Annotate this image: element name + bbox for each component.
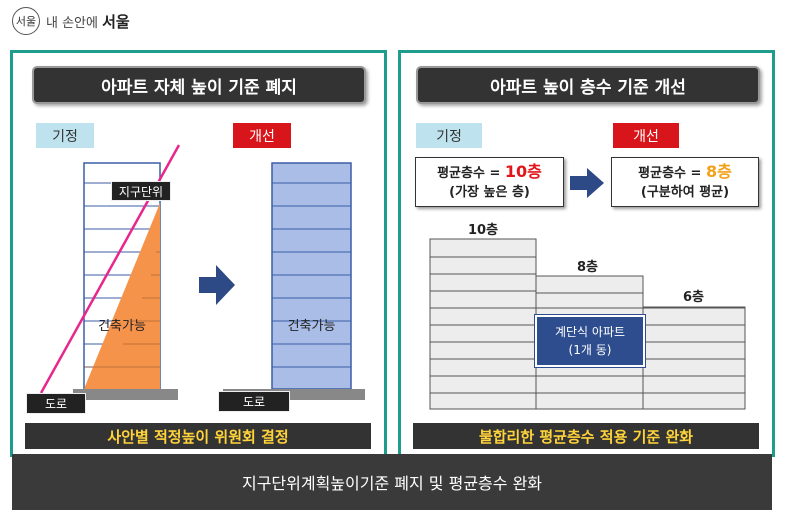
floor-label-8: 8층	[577, 260, 599, 275]
brand-slogan: 내 손안에 서울	[46, 11, 130, 32]
old-average-prefix: 평균층수 =	[437, 166, 505, 181]
ground-old	[73, 389, 178, 400]
district-plan-label: 지구단위	[111, 181, 171, 201]
old-average-note: (가장 높은 층)	[449, 185, 530, 200]
buildable-label-new: 건축가능	[287, 319, 336, 334]
ground-new	[223, 389, 365, 400]
buildable-label-old: 건축가능	[98, 319, 146, 334]
floor-label-6: 6층	[683, 290, 705, 305]
seoul-seal-icon: 서울	[12, 7, 40, 35]
block-10-floor	[429, 238, 537, 410]
new-building	[271, 162, 352, 390]
new-average-box: 평균층수 = 8층 (구분하여 평균)	[611, 157, 759, 207]
arrow-right-icon	[199, 265, 235, 305]
old-average-value: 10층	[504, 162, 542, 181]
brand-logo: 서울 내 손안에 서울	[12, 6, 130, 36]
right-panel-title: 아파트 높이 층수 기준 개선	[416, 66, 760, 104]
new-average-note: (구분하여 평균)	[640, 185, 730, 200]
road-label-new: 도로	[218, 391, 290, 412]
apartment-label-line1: 계단식 아파트	[554, 325, 626, 339]
stepped-apartment-label: 계단식 아파트 (1개 동)	[535, 315, 645, 367]
buildable-area	[84, 203, 160, 389]
arrow-right-icon-2	[570, 168, 604, 198]
new-average-prefix: 평균층수 =	[638, 166, 706, 181]
right-panel-footer: 불합리한 평균층수 적용 기준 완화	[413, 423, 759, 449]
left-panel-footer: 사안별 적정높이 위원회 결정	[25, 423, 371, 449]
road-label-old: 도로	[26, 393, 86, 414]
left-panel-title: 아파트 자체 높이 기준 폐지	[32, 66, 366, 104]
stepped-building-illustration	[429, 238, 746, 410]
right-tag-new: 개선	[613, 123, 679, 148]
block-6-floor	[642, 306, 746, 410]
new-building-floors	[272, 182, 351, 368]
apartment-label-line2: (1개 동)	[568, 343, 612, 357]
right-panel: 아파트 높이 층수 기준 개선 기정 개선 평균층수 = 10층 (가장 높은 …	[398, 50, 775, 457]
floor-label-10: 10층	[468, 223, 499, 238]
left-panel: 아파트 자체 높이 기준 폐지 기정 개선 지구단위 건축가능 건축가능 도로	[10, 50, 387, 457]
left-tag-new: 개선	[233, 123, 291, 148]
bottom-caption: 지구단위계획높이기준 폐지 및 평균층수 완화	[12, 454, 772, 510]
old-average-box: 평균층수 = 10층 (가장 높은 층)	[415, 157, 564, 207]
left-tag-old: 기정	[36, 123, 94, 148]
slogan-small: 내 손안에	[46, 15, 98, 31]
new-average-value: 8층	[705, 162, 732, 181]
slogan-big: 서울	[102, 12, 130, 31]
right-tag-old: 기정	[416, 123, 482, 148]
